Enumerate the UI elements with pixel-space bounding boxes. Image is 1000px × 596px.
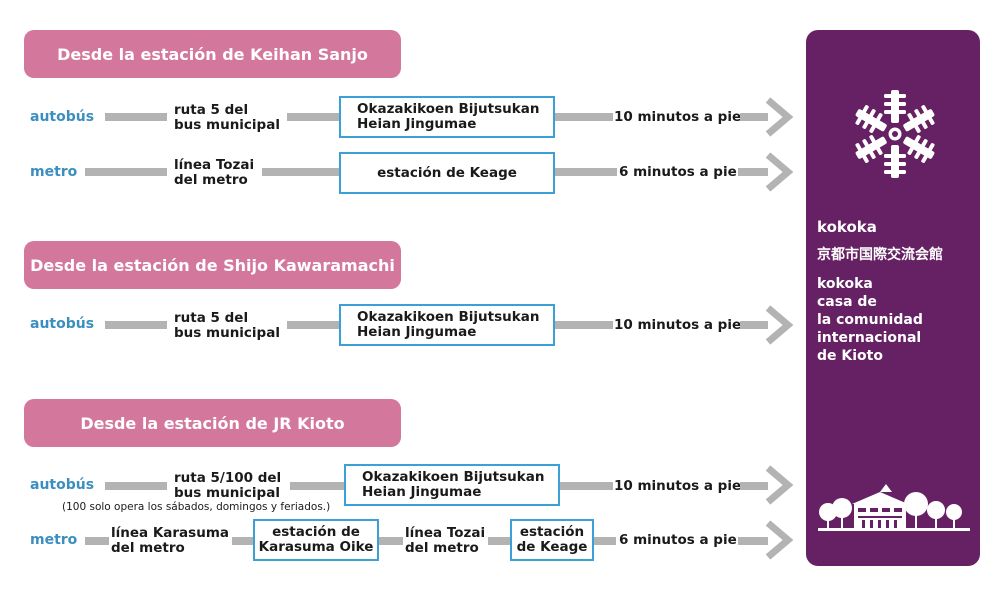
destination-name-japanese: 京都市国際交流会館 xyxy=(817,247,943,263)
mode-label-bus: autobús xyxy=(30,316,95,332)
walk-time: 6 minutos a pie xyxy=(619,532,737,548)
snowflake-emblem-icon xyxy=(855,90,935,178)
connector-line xyxy=(555,113,613,121)
section-header-jr-kyoto: Desde la estación de JR Kioto xyxy=(24,399,401,447)
connector-line xyxy=(85,168,167,176)
mode-label-metro: metro xyxy=(30,164,78,180)
connector-line xyxy=(738,168,768,176)
connector-line xyxy=(290,482,344,490)
connector-line xyxy=(287,321,339,329)
section-header-shijo-kawaramachi: Desde la estación de Shijo Kawaramachi xyxy=(24,241,401,289)
chevron-right-icon xyxy=(765,520,794,560)
mode-label-bus: autobús xyxy=(30,109,95,125)
connector-line xyxy=(232,537,253,545)
connector-line xyxy=(105,321,167,329)
connector-line xyxy=(105,482,167,490)
chevron-right-icon xyxy=(765,97,794,137)
destination-panel: kokoka 京都市国際交流会館 kokoka casa de la comun… xyxy=(806,30,980,566)
mode-label-metro: metro xyxy=(30,532,78,548)
section-header-keihan-sanjo: Desde la estación de Keihan Sanjo xyxy=(24,30,401,78)
building-icon xyxy=(818,484,970,531)
connector-line xyxy=(560,482,613,490)
chevron-right-icon xyxy=(765,465,794,505)
connector-line xyxy=(85,537,109,545)
walk-time: 6 minutos a pie xyxy=(619,164,737,180)
connector-line xyxy=(287,113,339,121)
destination-description: kokoka casa de la comunidad internaciona… xyxy=(817,276,923,364)
walk-time: 10 minutos a pie xyxy=(614,478,742,494)
connector-line xyxy=(105,113,167,121)
mode-label-bus: autobús xyxy=(30,477,95,493)
connector-line xyxy=(740,113,768,121)
connector-line xyxy=(740,482,768,490)
walk-time: 10 minutos a pie xyxy=(614,317,742,333)
connector-line xyxy=(262,168,339,176)
chevron-right-icon xyxy=(765,152,794,192)
connector-line xyxy=(555,321,613,329)
connector-line xyxy=(740,321,768,329)
destination-name: kokoka xyxy=(817,218,877,236)
connector-line xyxy=(594,537,616,545)
chevron-right-icon xyxy=(765,305,794,345)
connector-line xyxy=(379,537,403,545)
stop-box: estación de Keage xyxy=(339,152,555,194)
connector-line xyxy=(738,537,768,545)
bus-schedule-note: (100 solo opera los sábados, domingos y … xyxy=(62,501,331,513)
connector-line xyxy=(555,168,617,176)
connector-line xyxy=(488,537,510,545)
walk-time: 10 minutos a pie xyxy=(614,109,742,125)
